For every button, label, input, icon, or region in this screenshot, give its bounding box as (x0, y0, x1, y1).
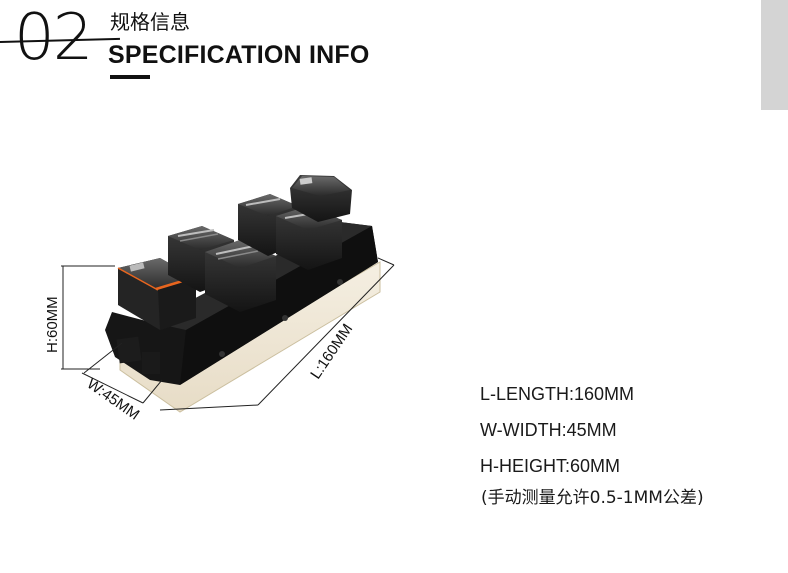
tolerance-note: (手动测量允许0.5-1MM公差) (481, 488, 704, 508)
dim-width-label: W:45MM (84, 375, 143, 423)
dim-height-label: H:60MM (44, 296, 61, 353)
section-title-en: SPECIFICATION INFO (108, 41, 370, 69)
side-scroll-tab (761, 0, 788, 110)
spec-width: W-WIDTH:45MM (480, 420, 617, 440)
section-number: 02 (14, 1, 93, 75)
section-title-cn: 规格信息 (110, 10, 190, 34)
spec-height: H-HEIGHT:60MM (480, 456, 621, 476)
spec-length: L-LENGTH:160MM (480, 384, 635, 404)
title-underline (110, 75, 150, 79)
